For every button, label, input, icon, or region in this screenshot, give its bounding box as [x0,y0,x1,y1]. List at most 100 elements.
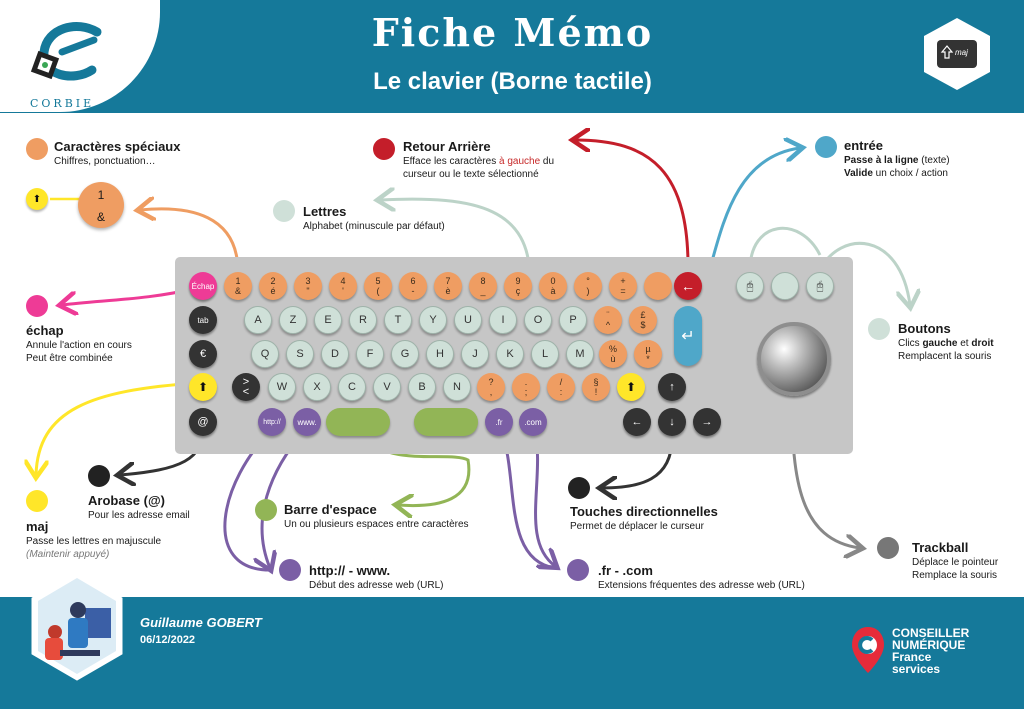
arrow-up-key[interactable]: ↑ [658,373,686,401]
shift-key-left[interactable]: ⬆ [189,373,217,401]
arrow-down-key[interactable]: ↓ [658,408,686,436]
legend-letters-desc: Alphabet (minuscule par défaut) [303,221,445,232]
letter-key-a[interactable]: A [244,306,272,334]
letter-key-e[interactable]: E [314,306,342,334]
letter-key-l[interactable]: L [531,340,559,368]
legend-escape-title: échap [26,323,64,338]
cn-line1: CONSEILLER [892,626,970,640]
number-key-7[interactable]: 8_ [469,272,497,300]
number-key-10[interactable]: °) [574,272,602,300]
www-key[interactable]: www. [293,408,321,436]
number-key-5[interactable]: 6- [399,272,427,300]
special-key-row2-1[interactable]: £$ [629,306,657,334]
trackball[interactable] [757,322,831,396]
number-key-3[interactable]: 4' [329,272,357,300]
special-key-row2-0[interactable]: ¨^ [594,306,622,334]
special-key-row4-0[interactable]: ?, [477,373,505,401]
letter-key-c[interactable]: C [338,373,366,401]
tab-key-label: tab [197,315,209,325]
legend-at: Arobase (@) Pour les adresse email [88,493,190,522]
legend-dot-space [255,499,277,521]
special-key-row3-0-bottom: ù [610,354,616,364]
number-key-4-bottom: ( [376,286,380,296]
escape-key[interactable]: Échap [189,272,217,300]
letter-key-u[interactable]: U [454,306,482,334]
backspace-key[interactable]: ← [674,272,702,300]
legend-buttons-desc-c: et [957,338,972,349]
legend-enter: entrée Passe à la ligne (texte) Valide u… [844,138,950,180]
space-bar-right[interactable] [414,408,478,436]
legend-special-desc: Chiffres, ponctuation… [54,156,156,167]
number-key-7-top: 8 [480,276,486,286]
letter-key-p[interactable]: P [559,306,587,334]
number-key-6-top: 7 [445,276,451,286]
at-key[interactable]: @ [189,408,217,436]
letter-key-q[interactable]: Q [251,340,279,368]
legend-backspace-desc-c: du [540,156,555,167]
legend-at-desc: Pour les adresse email [88,510,190,521]
letter-key-f[interactable]: F [356,340,384,368]
letter-key-o[interactable]: O [524,306,552,334]
legend-dot-fr [567,559,589,581]
legend-backspace-desc2: curseur ou le texte sélectionné [403,169,539,180]
legend-arrows-title: Touches directionnelles [570,504,718,519]
less-greater-key[interactable]: >< [232,373,260,401]
right-click-button[interactable]: 🖰 [806,272,834,300]
middle-button[interactable] [771,272,799,300]
letter-key-b[interactable]: B [408,373,436,401]
special-key-row4-0-bottom: , [489,387,493,397]
number-key-0[interactable]: 1& [224,272,252,300]
letter-key-g[interactable]: G [391,340,419,368]
number-key-2[interactable]: 3" [294,272,322,300]
special-key-row2-0-bottom: ^ [605,320,611,330]
legend-dot-arrows [568,477,590,499]
number-key-11[interactable]: += [609,272,637,300]
enter-key[interactable]: ↵ [674,306,702,366]
http-key[interactable]: http:// [258,408,286,436]
space-bar-left[interactable] [326,408,390,436]
left-click-button[interactable]: 🖰 [736,272,764,300]
tab-key[interactable]: tab [189,306,217,334]
letter-key-k[interactable]: K [496,340,524,368]
special-key-row3-0[interactable]: %ù [599,340,627,368]
letter-key-w[interactable]: W [268,373,296,401]
shift-key-right[interactable]: ⬆ [617,373,645,401]
letter-key-n[interactable]: N [443,373,471,401]
special-key-row4-3[interactable]: §! [582,373,610,401]
number-key-4[interactable]: 5( [364,272,392,300]
com-key[interactable]: .com [519,408,547,436]
letter-key-h[interactable]: H [426,340,454,368]
letter-key-j[interactable]: J [461,340,489,368]
special-key-row3-1[interactable]: µ* [634,340,662,368]
cn-line3: France [892,650,932,664]
number-key-8-top: 9 [515,276,521,286]
number-key-3-top: 4 [340,276,346,286]
arrow-left-key[interactable]: ← [623,408,651,436]
letter-key-r[interactable]: R [349,306,377,334]
letter-key-i[interactable]: I [489,306,517,334]
letter-key-z[interactable]: Z [279,306,307,334]
maj-badge [924,18,990,90]
number-key-12[interactable] [644,272,672,300]
special-key-row4-2[interactable]: /: [547,373,575,401]
legend-at-title: Arobase (@) [88,493,165,508]
maj-badge-label: maj [955,48,968,57]
letter-key-d[interactable]: D [321,340,349,368]
arrow-right-key[interactable]: → [693,408,721,436]
legend-backspace-desc-a: Efface les caractères [403,156,499,167]
fr-key[interactable]: .fr [485,408,513,436]
special-key-row4-1[interactable]: .; [512,373,540,401]
letter-key-x[interactable]: X [303,373,331,401]
letter-key-t[interactable]: T [384,306,412,334]
letter-key-m[interactable]: M [566,340,594,368]
number-key-1-top: 2 [270,276,276,286]
special-key-row4-1-top: . [524,377,528,387]
euro-key[interactable]: € [189,340,217,368]
letter-key-y[interactable]: Y [419,306,447,334]
letter-key-s[interactable]: S [286,340,314,368]
letter-key-v[interactable]: V [373,373,401,401]
